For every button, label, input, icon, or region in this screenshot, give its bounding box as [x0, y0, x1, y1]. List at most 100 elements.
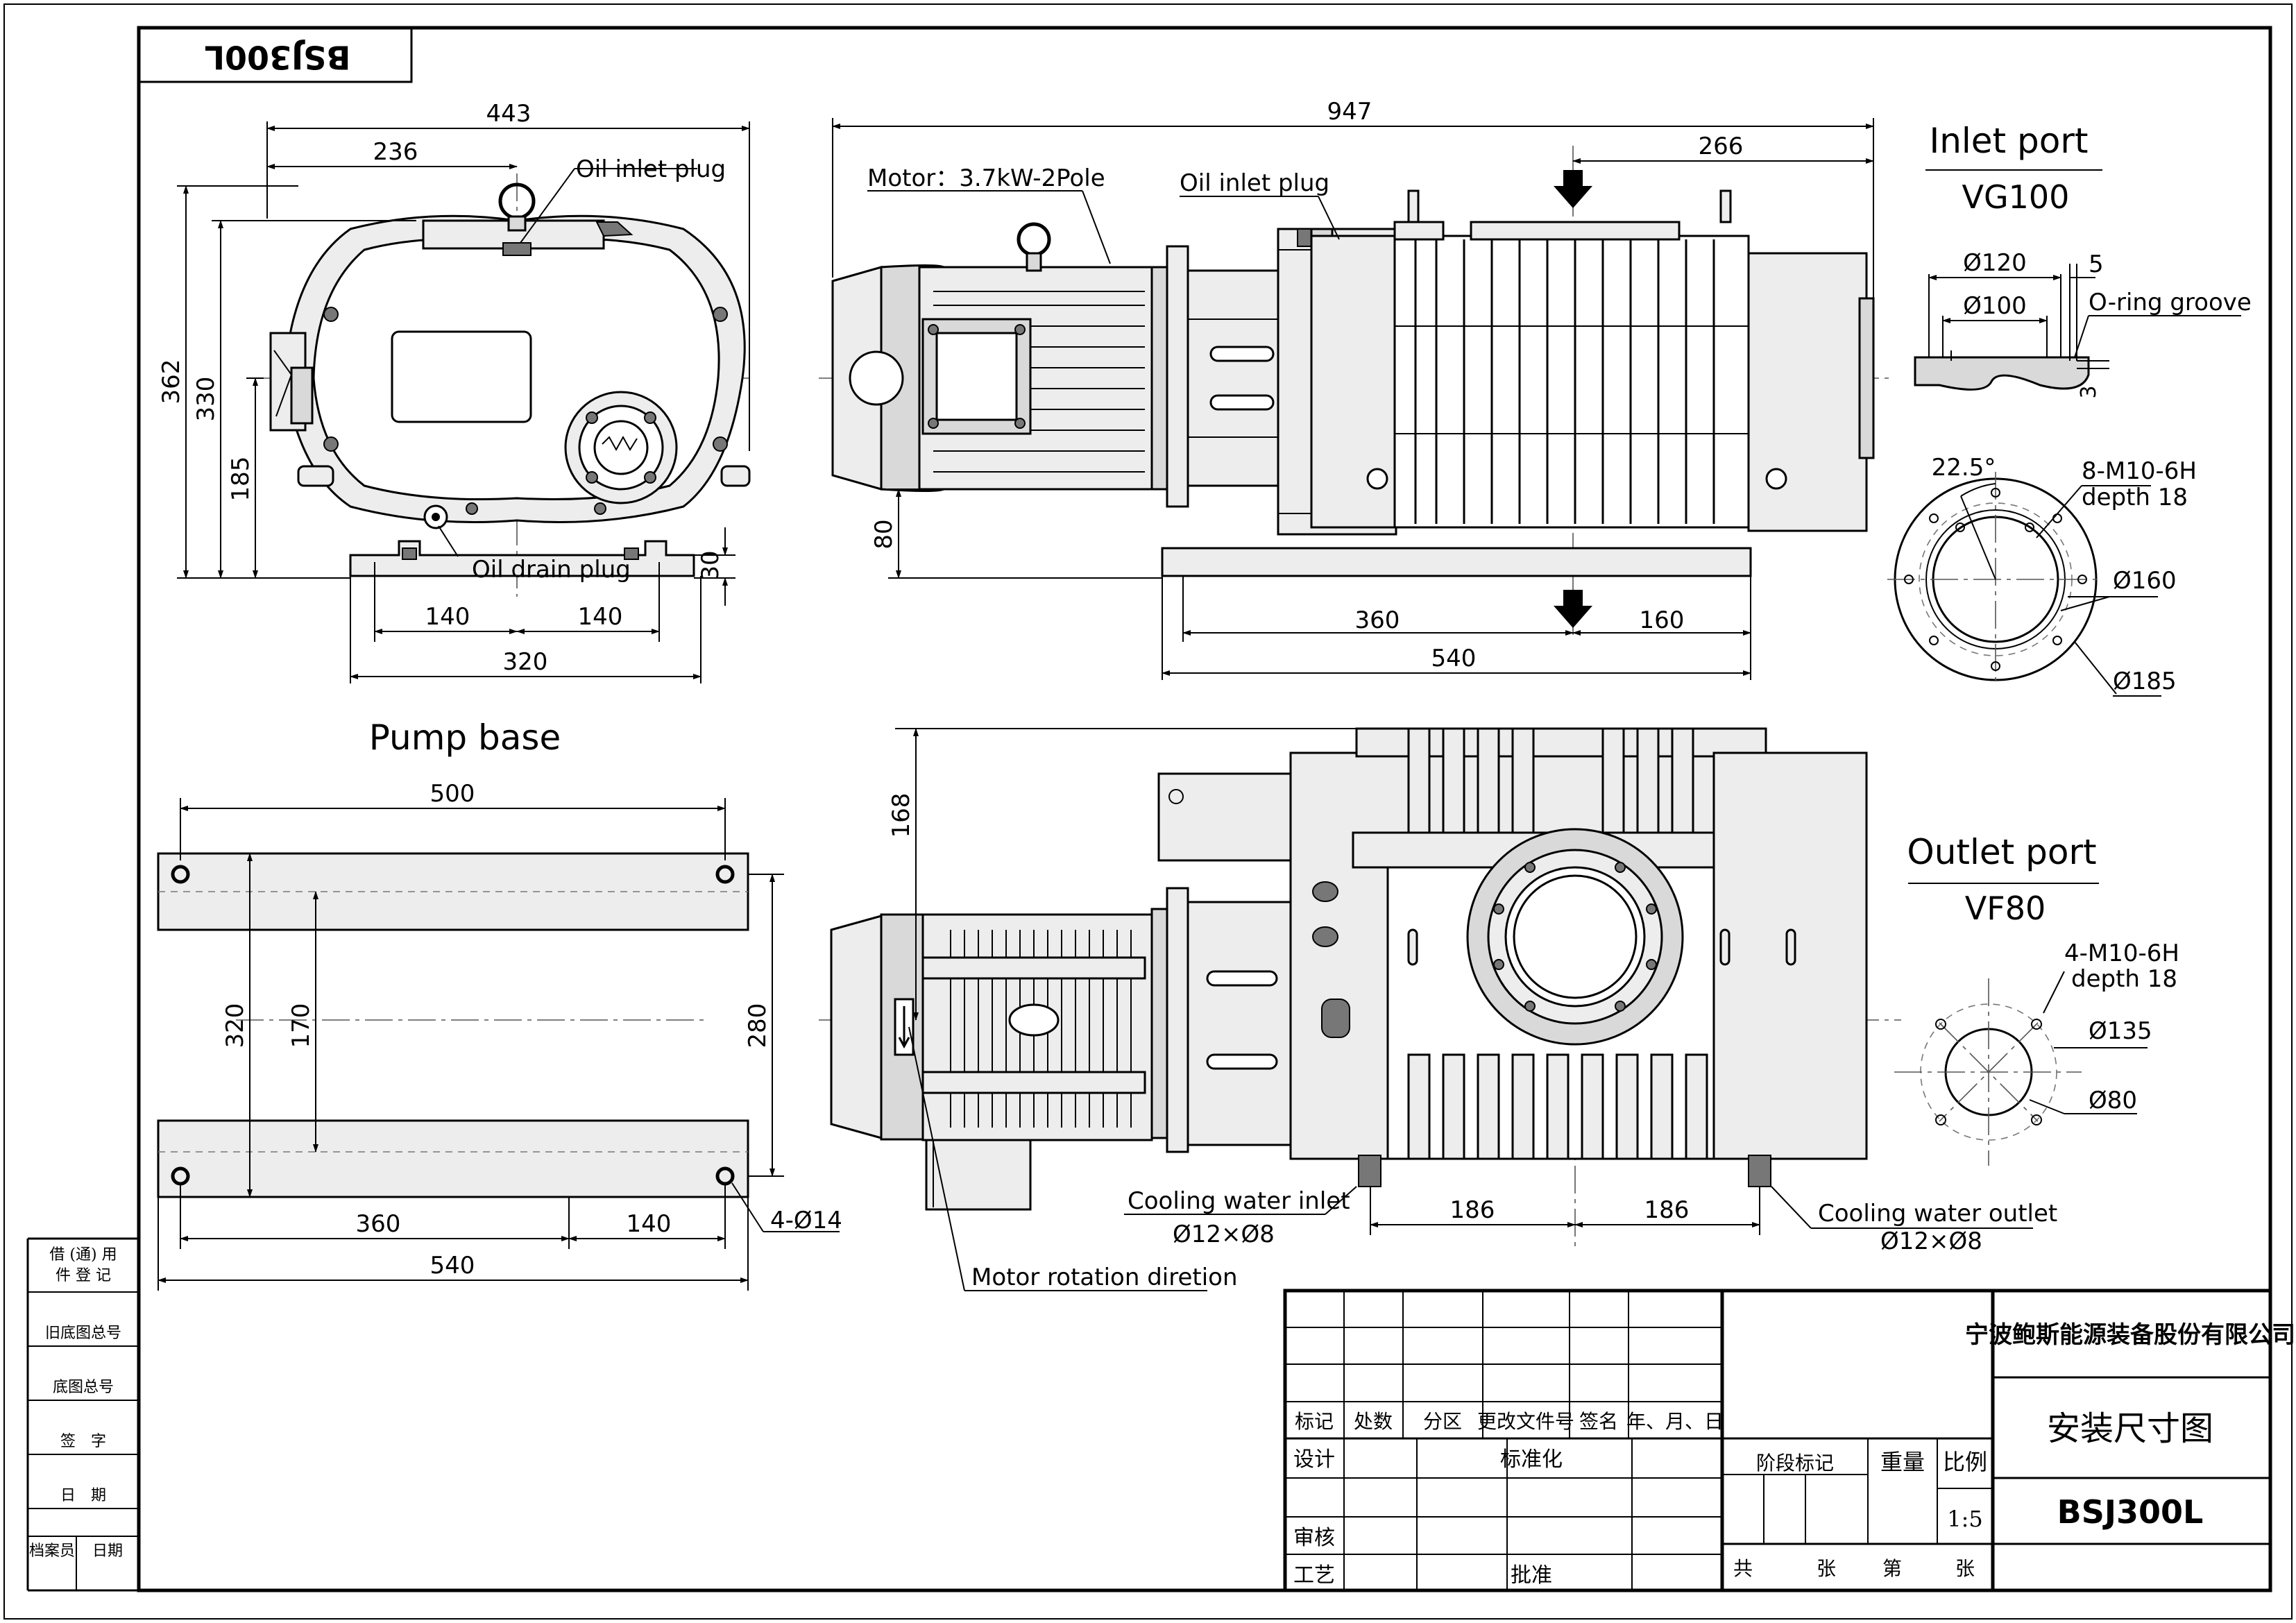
outlet-port-title: Outlet port: [1907, 832, 2096, 872]
inlet-port-standard: VG100: [1962, 178, 2070, 216]
label-oil-inlet-plug-front: Oil inlet plug: [1180, 169, 1329, 197]
tb-review: 审核: [1293, 1526, 1335, 1550]
reg-row4: 签 字: [60, 1433, 106, 1450]
inlet-groove-width: 5: [2089, 250, 2104, 278]
inner-border: [137, 26, 2272, 1592]
tb-h-change: 更改文件号: [1477, 1410, 1574, 1433]
left-registration-column: 借 (通) 用 件 登 记 旧底图总号 底图总号 签 字 日 期 档案员 日期: [26, 1237, 139, 1592]
pump-base-view: Pump base 500 320 170 280 360 140 540: [157, 717, 842, 1291]
tb-h-sign: 签名: [1579, 1410, 1618, 1433]
dim-330: 330: [192, 377, 220, 422]
dim-443: 443: [486, 100, 532, 128]
side-view-dimensions: 443 236 362 330 185 30 140 140 320 Oil i…: [158, 100, 750, 683]
tb-sheets-unit1: 张: [1817, 1557, 1836, 1580]
inlet-angle: 22.5°: [1932, 454, 1996, 482]
base-dim-500: 500: [430, 780, 475, 808]
dim-30: 30: [697, 550, 724, 580]
mirror-title-text: BSJ300L: [205, 39, 351, 76]
inlet-d100: Ø100: [1963, 292, 2027, 320]
tb-process: 工艺: [1293, 1563, 1335, 1588]
dim-266: 266: [1699, 133, 1744, 160]
dim-80: 80: [870, 519, 898, 549]
base-holes: 4-Ø14: [770, 1207, 842, 1234]
label-motor: Motor：3.7kW-2Pole: [867, 164, 1105, 192]
dim-140-left: 140: [425, 603, 470, 631]
pump-fins-top: [1407, 727, 1708, 1160]
dim-160: 160: [1640, 606, 1685, 634]
tb-weight: 重量: [1880, 1449, 1925, 1475]
tb-model: BSJ300L: [2057, 1493, 2204, 1531]
inlet-port-detail: Inlet port VG100 Ø120 Ø100 5 O-ring groo…: [1887, 121, 2252, 697]
label-cooling-outlet-size: Ø12×Ø8: [1880, 1227, 1982, 1255]
tb-sheet-no: 第: [1882, 1557, 1902, 1580]
outlet-port-standard: VF80: [1965, 890, 2046, 927]
inlet-holes: 8-M10-6H: [2082, 457, 2197, 485]
tb-h-date: 年、月、日: [1626, 1410, 1724, 1433]
base-dim-170: 170: [287, 1003, 315, 1048]
tb-approve: 批准: [1511, 1563, 1552, 1588]
dim-168: 168: [887, 793, 915, 838]
pump-fins-front: [1395, 239, 1749, 524]
label-cooling-inlet-size: Ø12×Ø8: [1173, 1221, 1275, 1248]
tb-h-zone: 分区: [1423, 1410, 1462, 1433]
dim-236: 236: [373, 138, 418, 166]
tb-standard: 标准化: [1500, 1447, 1563, 1472]
dim-540: 540: [1431, 645, 1477, 672]
dim-362: 362: [158, 359, 185, 405]
inlet-oring-label: O-ring groove: [2089, 289, 2252, 316]
base-dim-280: 280: [744, 1003, 772, 1048]
reg-row6a: 档案员: [29, 1543, 75, 1560]
inlet-port-title: Inlet port: [1929, 121, 2088, 161]
inlet-d120: Ø120: [1963, 249, 2027, 277]
pump-base-title: Pump base: [369, 717, 561, 758]
outer-border: [3, 3, 2293, 1620]
inlet-d185: Ø185: [2113, 668, 2177, 695]
dim-140-right: 140: [578, 603, 623, 631]
inlet-d160: Ø160: [2113, 567, 2177, 595]
label-oil-drain-plug: Oil drain plug: [472, 556, 631, 584]
base-dim-360: 360: [356, 1210, 401, 1238]
outlet-d80: Ø80: [2089, 1087, 2137, 1114]
dim-186-left: 186: [1450, 1196, 1495, 1224]
tb-h-count: 处数: [1354, 1410, 1393, 1433]
front-view-dimensions: 947 266 80 360 160 540 Motor：3.7kW-2Pole…: [832, 98, 1874, 680]
base-dim-140: 140: [627, 1210, 672, 1238]
tb-design: 设计: [1293, 1447, 1335, 1472]
tb-h-mark: 标记: [1295, 1410, 1334, 1433]
reg-row6b: 日期: [92, 1543, 123, 1560]
tb-scale-value: 1:5: [1947, 1506, 1983, 1532]
tb-scale: 比例: [1943, 1449, 1987, 1475]
tb-sheets-unit2: 张: [1955, 1557, 1975, 1580]
outlet-holes-depth: depth 18: [2071, 965, 2177, 993]
base-dim-540: 540: [430, 1252, 475, 1280]
title-block: 标记 处数 分区 更改文件号 签名 年、月、日 设计 标准化 审核 工艺 批准 …: [1283, 1289, 2295, 1592]
dim-320: 320: [503, 648, 548, 676]
reg-row2: 旧底图总号: [45, 1325, 121, 1342]
dim-947: 947: [1327, 98, 1372, 126]
inlet-groove-depth: 3: [2077, 385, 2101, 398]
top-view-dimensions: 168 186 186 Cooling water inlet Ø12×Ø8 C…: [887, 728, 2057, 1291]
side-view: [264, 168, 751, 597]
reg-row1b: 件 登 记: [56, 1267, 111, 1284]
reg-row3: 底图总号: [53, 1379, 114, 1396]
dim-186-right: 186: [1644, 1196, 1690, 1224]
reg-row1a: 借 (通) 用: [49, 1246, 117, 1264]
label-motor-rotation: Motor rotation diretion: [971, 1264, 1238, 1291]
tb-sheets-total: 共: [1733, 1557, 1753, 1580]
inlet-holes-depth: depth 18: [2082, 484, 2188, 511]
outlet-holes: 4-M10-6H: [2064, 940, 2179, 967]
reg-row5: 日 期: [60, 1487, 106, 1504]
outlet-port-detail: Outlet port VF80 4-M10-6H depth 18 Ø135 …: [1894, 832, 2179, 1166]
dim-185: 185: [227, 457, 255, 502]
mirror-title-box: BSJ300L: [137, 26, 413, 83]
tb-stage: 阶段标记: [1756, 1452, 1834, 1475]
label-cooling-outlet: Cooling water outlet: [1818, 1200, 2057, 1227]
front-view: [819, 146, 1894, 635]
dim-360: 360: [1355, 606, 1400, 634]
base-dim-320: 320: [221, 1003, 249, 1048]
label-cooling-inlet: Cooling water inlet: [1128, 1187, 1350, 1215]
tb-drawing-name: 安装尺寸图: [2047, 1409, 2213, 1448]
outlet-d135: Ø135: [2089, 1017, 2152, 1045]
tb-company: 宁波鲍斯能源装备股份有限公司: [1965, 1321, 2295, 1349]
